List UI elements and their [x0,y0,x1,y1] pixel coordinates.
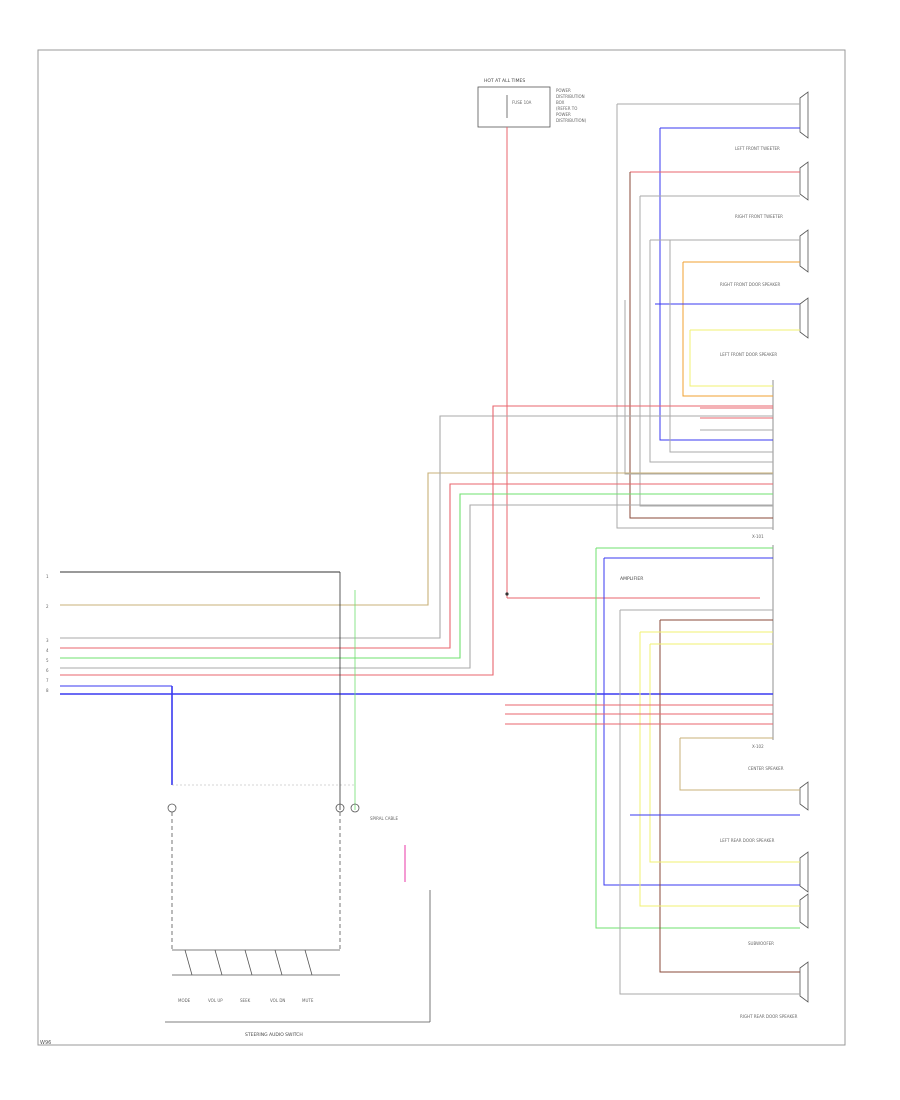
switch-button-seek: SEEK [240,998,251,1003]
switch-button-vol-up: VOL UP [208,998,223,1003]
speaker-left-front-tweeter: LEFT FRONT TWEETER [735,91,809,151]
svg-text:(REFER TO: (REFER TO [556,106,577,111]
svg-text:DISTRIBUTION): DISTRIBUTION) [556,118,587,123]
svg-text:POWER: POWER [556,112,571,117]
steering-switch-label: STEERING AUDIO SWITCH [245,1032,303,1038]
diagram-frame [37,49,846,1046]
wires-lower-speakers [505,547,800,995]
harness-wires [60,405,773,695]
speaker-left-rear-door: LEFT REAR DOOR SPEAKER [720,838,809,893]
speaker-label: LEFT FRONT DOOR SPEAKER [720,352,777,357]
svg-text:2: 2 [46,604,49,609]
svg-text:1: 1 [46,574,49,579]
switch-button-mode: MODE [178,998,191,1003]
amplifier-label: AMPLIFIER [620,576,643,582]
spiral-cable-label: SPIRAL CABLE [370,816,398,821]
amplifier-connector-upper: X-101 [752,380,774,539]
amplifier-connector-lower: X-102 [752,545,774,749]
switch-button-mute: MUTE [302,998,314,1003]
svg-text:4: 4 [46,648,49,653]
svg-text:POWER: POWER [556,88,571,93]
speaker-right-front-door: RIGHT FRONT DOOR SPEAKER [720,229,809,287]
fuse-box: HOT AT ALL TIMES FUSE 10A POWER DISTRIBU… [477,78,587,128]
svg-text:X-102: X-102 [752,744,764,749]
spiral-cable: SPIRAL CABLE [167,572,406,950]
svg-text:X-101: X-101 [752,534,764,539]
switch-buttons: MODE VOL UP SEEK VOL DN MUTE [178,949,314,1003]
footer-code: W96 [40,1040,51,1046]
left-connector-block: 1 2 3 4 5 6 7 8 [46,574,49,693]
svg-text:5: 5 [46,658,49,663]
speaker-label: CENTER SPEAKER [748,766,784,771]
fuse-label: FUSE 10A [512,100,532,105]
speaker-subwoofer: SUBWOOFER [748,893,809,946]
switch-button-vol-dn: VOL DN [270,998,285,1003]
speaker-center: CENTER SPEAKER [748,766,809,811]
speaker-label: SUBWOOFER [748,941,774,946]
speaker-label: RIGHT FRONT TWEETER [735,214,783,219]
speaker-label: RIGHT FRONT DOOR SPEAKER [720,282,781,287]
steering-audio-switch: MODE VOL UP SEEK VOL DN MUTE STEERING AU… [165,890,431,1038]
speaker-label: RIGHT REAR DOOR SPEAKER [740,1014,798,1019]
svg-text:7: 7 [46,678,49,683]
svg-text:DISTRIBUTION: DISTRIBUTION [556,94,585,99]
svg-text:BOX: BOX [556,100,565,105]
speaker-label: LEFT FRONT TWEETER [735,146,780,151]
speaker-right-front-tweeter: RIGHT FRONT TWEETER [735,161,809,219]
svg-text:8: 8 [46,688,49,693]
wires-upper-speakers [616,103,800,529]
speaker-right-rear-door: RIGHT REAR DOOR SPEAKER [740,961,809,1019]
svg-text:6: 6 [46,668,49,673]
fuse-box-title: HOT AT ALL TIMES [484,78,525,84]
speaker-left-front-door: LEFT FRONT DOOR SPEAKER [720,297,809,357]
svg-text:3: 3 [46,638,49,643]
speaker-label: LEFT REAR DOOR SPEAKER [720,838,775,843]
